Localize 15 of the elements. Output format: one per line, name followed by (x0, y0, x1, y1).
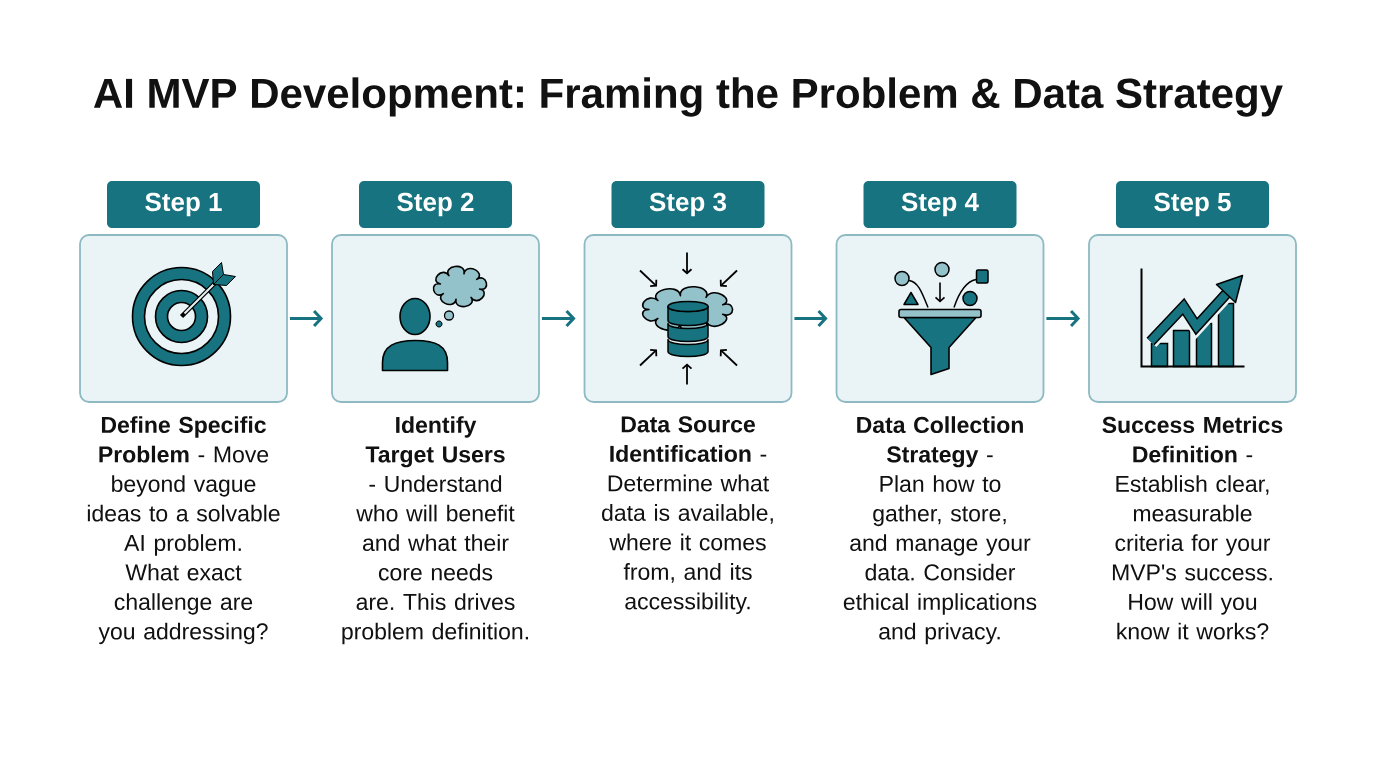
step-tab: Step 4 (863, 181, 1017, 228)
step-tab: Step 1 (107, 181, 260, 228)
step-description: Success Metrics Definition - Establish clear, measurable criteria for your MVP's success. How will you know it works? (1102, 416, 1283, 640)
arrow (794, 309, 828, 328)
step-description: Define Specific Problem - Move beyond vague ideas to a solvable AI problem. What exact challenge are you addressing? (87, 416, 280, 645)
arrow (289, 309, 324, 328)
arrow (1046, 309, 1081, 328)
title: AI MVP Development: Framing the Problem & Data Strategy (93, 77, 1283, 117)
step-tab: Step 3 (611, 181, 765, 228)
arrow (541, 309, 576, 328)
step-description: Identify Target Users - Understand who will benefit and what their core needs are. This drives problem definition. (342, 416, 528, 645)
step-description: Data Collection Strategy - Plan how to gather, store, and manage your data. Consider ethical implications and privacy. (843, 416, 1037, 645)
step-tab: Step 5 (1116, 181, 1269, 228)
step-description: Data Source Identification - Determine what data is available, where it comes from, and its accessibility. (602, 416, 773, 614)
step-tab: Step 2 (359, 181, 512, 228)
